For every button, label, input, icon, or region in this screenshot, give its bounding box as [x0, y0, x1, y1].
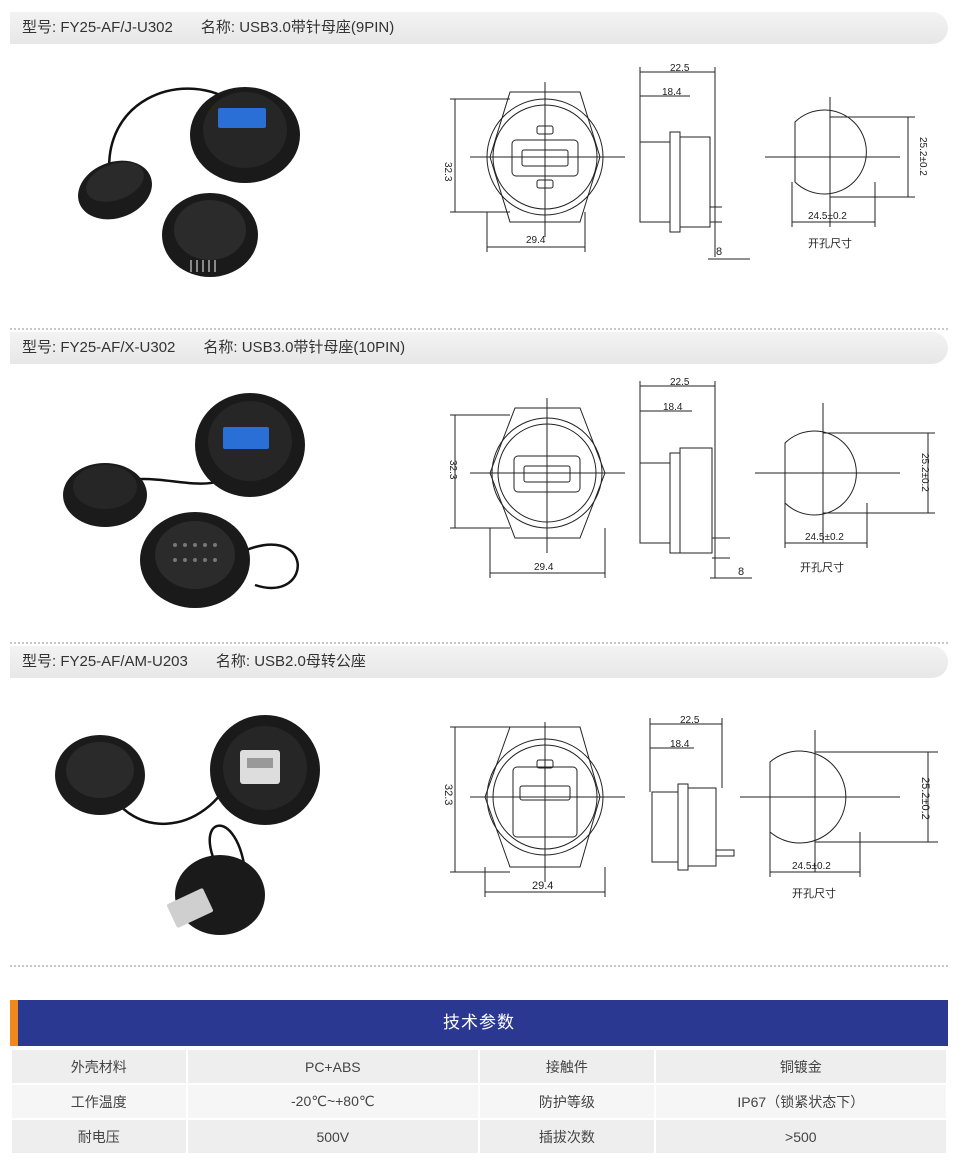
- product-photo-2: [63, 393, 305, 608]
- dim-height: 32.3: [442, 784, 454, 805]
- dim-body-length: 18.4: [670, 739, 690, 750]
- dim-body-length: 18.4: [662, 87, 682, 98]
- table-row: 外壳材料 PC+ABS 接触件 铜镀金: [10, 1048, 949, 1085]
- product-header-1: 型号: FY25-AF/J-U302 名称: USB3.0带针母座(9PIN): [10, 12, 948, 44]
- name-label: 名称: USB3.0带针母座(10PIN): [203, 339, 406, 356]
- usb-port-icon: [223, 427, 269, 449]
- param-value: 铜镀金: [653, 1048, 949, 1085]
- product-photo-1: [78, 87, 300, 277]
- table-row: 工作温度 -20℃~+80℃ 防护等级 IP67（锁紧状态下）: [10, 1083, 949, 1120]
- product-header-2: 型号: FY25-AF/X-U302 名称: USB3.0带针母座(10PIN): [10, 332, 948, 364]
- tech-title-bar: 技术参数: [10, 1000, 948, 1046]
- dim-body-length: 18.4: [663, 402, 683, 413]
- dim-width: 29.4: [532, 880, 553, 892]
- drawing-1: 32.3 29.4 22.5 18.4 8: [442, 63, 928, 260]
- dim-total-length: 22.5: [670, 378, 690, 388]
- dim-hole-width: 24.5±0.2: [805, 532, 844, 543]
- tech-title: 技术参数: [443, 1013, 515, 1032]
- dim-height: 32.3: [447, 460, 458, 480]
- param-value: -20℃~+80℃: [185, 1083, 481, 1120]
- hole-caption: 开孔尺寸: [792, 886, 836, 900]
- hole-caption: 开孔尺寸: [800, 560, 844, 574]
- dim-hole-height: 25.2±0.2: [919, 453, 930, 492]
- dim-hole-height: 25.2±0.2: [917, 137, 928, 176]
- model-label: 型号: FY25-AF/X-U302: [22, 339, 176, 356]
- param-value: >500: [653, 1118, 949, 1155]
- name-label: 名称: USB2.0母转公座: [215, 653, 366, 670]
- model-label: 型号: FY25-AF/J-U302: [22, 19, 173, 36]
- param-value: 500V: [185, 1118, 481, 1155]
- divider: [10, 965, 948, 967]
- param-value: PC+ABS: [185, 1048, 481, 1085]
- param-key: 防护等级: [478, 1083, 656, 1120]
- table-row: 耐电压 500V 插拔次数 >500: [10, 1118, 949, 1155]
- param-key: 耐电压: [10, 1118, 188, 1155]
- dim-pin-length: 8: [738, 566, 744, 578]
- param-key: 外壳材料: [10, 1048, 188, 1085]
- model-label: 型号: FY25-AF/AM-U203: [22, 653, 188, 670]
- dim-hole-width: 24.5±0.2: [792, 861, 831, 872]
- drawing-2: 32.3 29.4 22.5 18.4 8 25.2±: [447, 378, 935, 579]
- product-header-3: 型号: FY25-AF/AM-U203 名称: USB2.0母转公座: [10, 646, 948, 678]
- param-key: 插拔次数: [478, 1118, 656, 1155]
- product-photo-3: [55, 715, 320, 935]
- drawing-3: 32.3 29.4 22.5 18.4 25.2±0.2 24.5±0.2: [442, 715, 938, 900]
- divider: [10, 328, 948, 330]
- hole-caption: 开孔尺寸: [808, 236, 852, 250]
- dim-pin-length: 8: [716, 246, 722, 258]
- dim-width: 29.4: [526, 235, 546, 246]
- dim-height: 32.3: [442, 162, 453, 182]
- accent-stripe: [10, 1000, 18, 1046]
- name-label: 名称: USB3.0带针母座(9PIN): [200, 19, 395, 36]
- tech-table: 外壳材料 PC+ABS 接触件 铜镀金 工作温度 -20℃~+80℃ 防护等级 …: [10, 1048, 949, 1155]
- dim-hole-height: 25.2±0.2: [919, 777, 931, 820]
- param-key: 工作温度: [10, 1083, 188, 1120]
- dim-total-length: 22.5: [680, 715, 700, 726]
- param-value: IP67（锁紧状态下）: [653, 1083, 949, 1120]
- usb-port-icon: [218, 108, 266, 128]
- dim-hole-width: 24.5±0.2: [808, 211, 847, 222]
- dim-width: 29.4: [534, 562, 554, 573]
- dim-total-length: 22.5: [670, 63, 690, 74]
- divider: [10, 642, 948, 644]
- param-key: 接触件: [478, 1048, 656, 1085]
